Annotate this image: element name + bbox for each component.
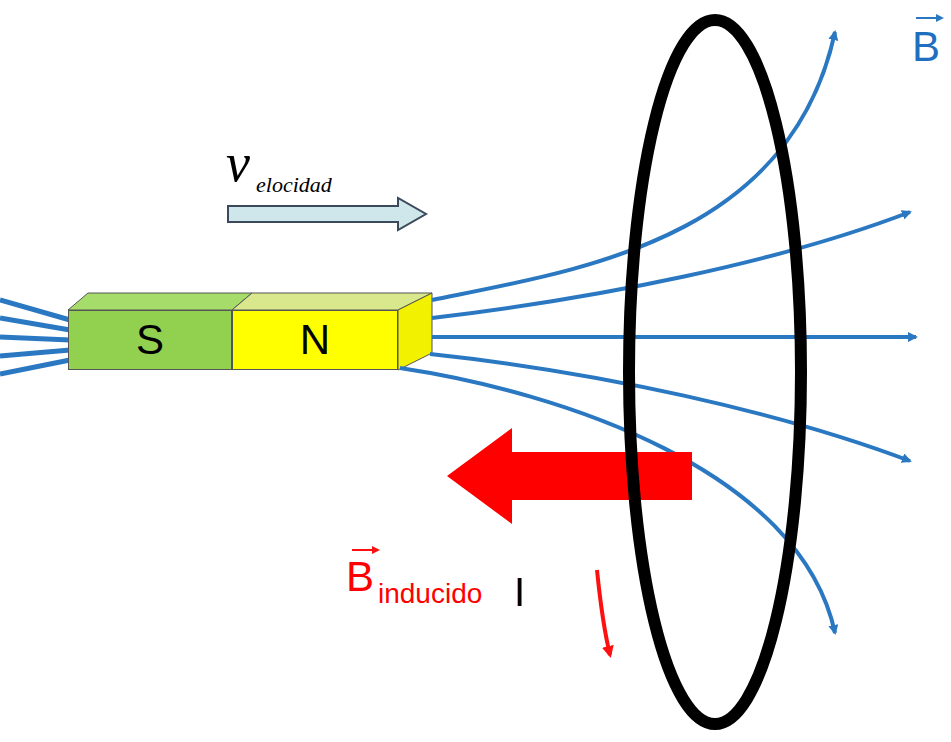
pole-letter: S — [136, 319, 164, 361]
current-symbol: I — [514, 572, 525, 612]
velocity-symbol: v — [226, 136, 250, 190]
pole-letter: N — [300, 319, 330, 361]
magnet-side-north — [398, 293, 432, 370]
magnet-south-pole: S — [68, 310, 232, 370]
induced-field-symbol: B — [346, 556, 374, 598]
induced-field-subscript: inducido — [378, 580, 482, 608]
vector-arrow-b — [916, 14, 944, 22]
magnet-north-pole: N — [232, 310, 398, 370]
induced-field-arrow — [447, 428, 692, 524]
vector-arrow-b-induced — [352, 546, 380, 554]
magnet-top-south — [68, 293, 252, 310]
velocity-arrow — [228, 198, 426, 230]
velocity-subscript: elocidad — [256, 174, 332, 196]
field-lines-south — [0, 300, 70, 374]
field-symbol: B — [912, 26, 940, 68]
conducting-loop — [629, 20, 801, 724]
current-arrow — [597, 570, 610, 655]
